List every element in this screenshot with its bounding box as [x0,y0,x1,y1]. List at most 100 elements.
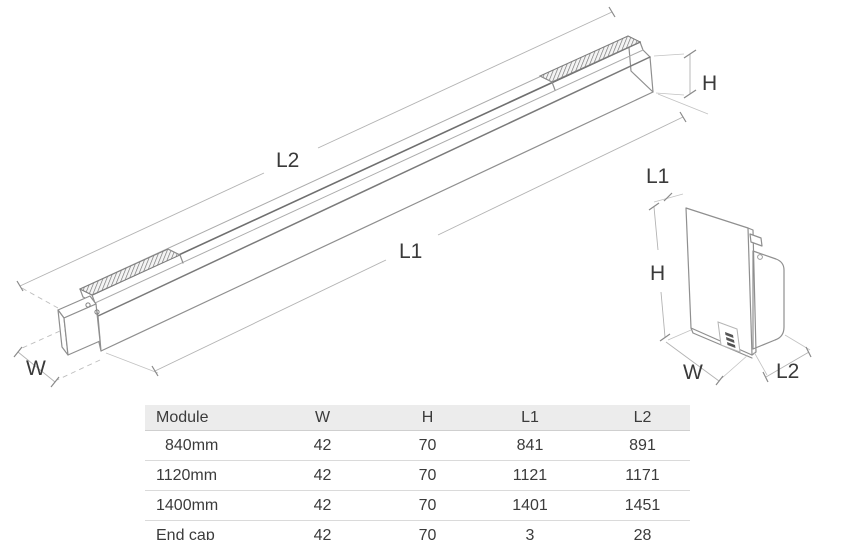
dim-label-l2: L2 [776,360,799,383]
table-cell-l1: 1401 [465,490,595,521]
endcap-tab [749,233,763,247]
dim-extension [655,92,685,96]
table-cell-h: 70 [390,490,465,521]
dim-extension-dashed [19,286,59,309]
dim-label-w: W [26,357,46,380]
dim-line [653,206,659,251]
table-row: 840mm 42 70 841 891 [145,430,690,461]
dim-extension [667,329,692,341]
sticker-glyph [726,337,735,343]
dim-line [17,351,56,383]
fixture-front-face [98,57,653,351]
dim-label-l1: L1 [646,165,669,188]
dim-line [660,291,666,338]
dim-tick [679,111,687,123]
table-cell-h: 70 [390,430,465,461]
dim-extension-dashed [56,359,101,381]
dim-extension [753,351,768,376]
dim-line [765,351,810,378]
body-bottom-edge [100,91,654,352]
dim-label-h: H [702,72,717,95]
column-header-h: H [390,405,465,431]
connector-screw-icon [94,309,100,315]
dim-tick [16,280,24,292]
table-cell-l1: 841 [465,430,595,461]
dim-line [437,116,684,236]
table-row: 1400mm 42 70 1401 1451 [145,490,690,521]
column-header-l2: L2 [595,405,690,431]
endcap-hole-icon [757,254,763,260]
track-rail-top-face [80,36,640,295]
dim-tick [659,333,671,342]
plate-thickness-edge [747,227,757,356]
dim-extension [105,352,159,374]
dim-tick [715,375,724,386]
track-rail-front-face [92,42,643,303]
dimension-table: Module W H L1 L2 840mm 42 70 841 891 112… [145,405,690,540]
endview-dimension-h: H [648,202,671,342]
rail-seam-right [539,75,556,91]
dimension-h: H [653,49,717,99]
table-cell-l2: 1171 [595,460,690,491]
table-cell-module: End cap [145,520,255,540]
rail-back-edge [79,35,629,290]
table-cell-w: 42 [255,520,390,540]
connector-front-face [63,303,101,356]
end-cap-view: L1 H W L2 [646,165,812,386]
dim-tick [683,49,697,59]
endview-dimension-l1: L1 [646,165,684,203]
table-header-row: Module W H L1 L2 [145,405,690,431]
table-cell-w: 42 [255,490,390,521]
table-row: 1120mm 42 70 1121 1171 [145,460,690,491]
body-top-front-edge [97,56,651,317]
table-cell-h: 70 [390,460,465,491]
dim-line [154,259,387,372]
rail-seam-left [167,248,184,264]
table-cell-w: 42 [255,460,390,491]
column-header-module: Module [145,405,255,431]
dimension-l2: L2 [16,6,616,309]
table-cell-w: 42 [255,430,390,461]
dim-label-h: H [650,262,665,285]
dim-line [665,341,720,382]
dim-tick [151,365,159,377]
dim-line [317,11,613,149]
rail-front-edge [91,41,641,296]
dim-tick [762,371,769,383]
table-cell-h: 70 [390,520,465,540]
dim-tick [663,192,673,202]
sticker-glyph [725,332,734,338]
fixture-top-face [95,50,650,316]
dimension-l1: L1 [105,93,709,377]
column-header-w: W [255,405,390,431]
dim-extension-dashed [19,330,61,350]
certification-sticker [717,321,741,353]
table-cell-l1: 1121 [465,460,595,491]
dim-extension [721,354,749,379]
endview-dimension-l2: L2 [753,334,812,383]
dim-tick [648,202,660,211]
table-cell-l2: 1451 [595,490,690,521]
table-row: End cap 42 70 3 28 [145,520,690,540]
main-isometric-view: L2 L1 H W [13,6,717,388]
dim-label-w: W [683,361,703,384]
dim-tick [13,346,23,358]
rail-base-edge [94,49,644,304]
dim-extension [657,93,709,115]
dim-extension [653,53,685,57]
sticker-glyph [727,342,736,348]
table-cell-l2: 28 [595,520,690,540]
dim-tick [805,346,812,358]
dim-label-l2: L2 [276,149,299,172]
column-header-l1: L1 [465,405,595,431]
table-cell-module: 1400mm [145,490,255,521]
endview-dimension-w: W [665,329,749,386]
table-cell-module: 1120mm [145,460,255,491]
dim-tick [608,6,616,18]
dim-label-l1: L1 [399,240,422,263]
dimension-w: W [13,330,101,388]
table-cell-l1: 3 [465,520,595,540]
dim-extension [653,193,684,203]
